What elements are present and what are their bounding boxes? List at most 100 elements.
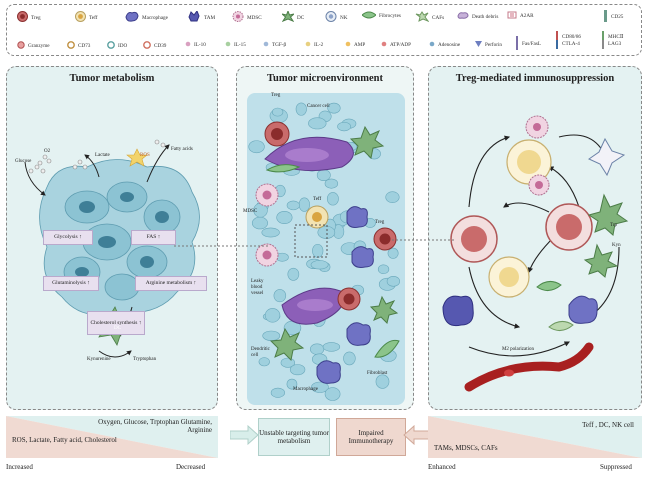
bottom-left-box: Oxygen, Glucose, Trptophan Glutamine, Ar… <box>6 416 218 458</box>
tumor-cell <box>261 227 280 238</box>
tumor-cell <box>286 378 298 390</box>
macrophage-cell <box>568 295 598 324</box>
treg-immunosuppression-panel: Treg-mediated immunosuppression Trp Kyn … <box>428 66 642 410</box>
suppressed-cells-text: Teff , DC, NK cell <box>582 421 634 429</box>
tumor-cell <box>262 330 281 341</box>
legend-cafs: CAFs <box>415 11 444 24</box>
legend-teff: Teff <box>75 11 97 24</box>
ido-icon <box>107 41 115 51</box>
zoom-box <box>294 224 328 258</box>
legend-a2ar: A2AR <box>507 11 534 21</box>
tumor-cell <box>276 210 293 225</box>
teff-cell-bottom <box>488 256 530 298</box>
legend-box: Treg Teff Macrophage TAM MDSC DC NK Fibr… <box>6 4 642 56</box>
atp-icon <box>381 41 387 49</box>
fibrocyte-cell <box>265 164 301 173</box>
dc-icon <box>281 9 295 24</box>
tumor-cell <box>387 247 399 259</box>
unstable-targeting-box: Unstable targeting tumor metabolism <box>258 418 330 456</box>
tgfb-icon <box>263 41 269 49</box>
macrophage-label: Macrophage <box>293 387 318 392</box>
teff-label: Teff <box>313 197 322 202</box>
tumor-cell <box>251 216 268 230</box>
bottom-right-box: Teff , DC, NK cell TAMs, MDSCs, CAFs <box>428 416 642 458</box>
legend-il15: IL-15 <box>225 41 246 49</box>
legend-death-debris: Death debris <box>457 11 498 22</box>
tryptophan-label: Tryptophan <box>133 357 157 362</box>
glutaminolysis-box: Glutaminolysis ↑ <box>43 276 99 291</box>
cd25-icon <box>603 10 608 24</box>
suppressed-label: Suppressed <box>600 463 632 471</box>
blood-vessel <box>464 342 594 392</box>
tumor-cell <box>324 178 339 189</box>
o2-label: O2 <box>44 149 51 154</box>
dendritic-cells <box>269 125 399 362</box>
tumor-cell <box>385 191 400 203</box>
glucose-label: Glucose <box>15 159 32 164</box>
tam-cell <box>442 295 474 327</box>
tumor-cell <box>322 342 341 352</box>
il15-icon <box>225 41 231 49</box>
tumor-cell <box>377 264 390 275</box>
tumor-cell <box>270 387 285 398</box>
fibroblast-cell <box>374 339 400 358</box>
trp-label: Trp <box>610 223 618 228</box>
bottom-left-bg <box>6 416 218 458</box>
tumor-cell <box>343 351 356 366</box>
treg-top-label: Treg <box>271 93 281 98</box>
caf-icon <box>415 11 430 24</box>
legend-cd39: CD39 <box>143 41 166 51</box>
tumor-cell <box>337 121 352 132</box>
legend-granzyme: Granzyme <box>17 41 50 51</box>
treg-cell-center-left <box>450 215 498 263</box>
dc-label: DC <box>114 326 121 331</box>
nk-icon <box>325 11 337 24</box>
treg-icon <box>17 11 28 24</box>
teff-icon <box>75 11 86 24</box>
mdsc-icon <box>232 11 244 24</box>
tumor-cell <box>317 225 336 239</box>
legend-cd73: CD73 <box>67 41 90 51</box>
dc-cell-light <box>587 137 626 177</box>
tumor-cell <box>248 140 265 154</box>
fas-box: FAS ↑ <box>131 230 176 245</box>
teff-cell-top <box>506 139 552 185</box>
amp-icon <box>345 41 351 49</box>
tumor-cell <box>271 107 284 117</box>
kynurenine-label: Kynurenine <box>87 357 111 362</box>
il10-icon <box>185 41 191 49</box>
fibroblast-label: Fibroblast <box>367 371 388 376</box>
tumor-cell <box>375 374 390 389</box>
teff-cell <box>305 205 329 229</box>
immuno-illustration <box>442 115 629 392</box>
right-arrow-icon <box>230 425 259 445</box>
adenosine-icon <box>429 41 435 49</box>
enhanced-cells-text: TAMs, MDSCs, CAFs <box>434 444 498 452</box>
dc-cell <box>587 193 629 236</box>
fatty-acids-label: Fatty acids <box>171 147 193 152</box>
legend-ido: IDO <box>107 41 127 51</box>
macrophage-cells <box>316 206 374 384</box>
tumor-cell <box>324 387 341 401</box>
perforin-icon <box>475 41 482 49</box>
treg-right-label: Treg <box>375 220 385 225</box>
blood-vessel-top <box>264 136 354 172</box>
treg-cell-center-right <box>545 203 593 251</box>
tumor-cell <box>326 192 339 206</box>
tumor-cell <box>309 343 325 355</box>
treg-cell-top <box>264 121 290 147</box>
treg-cell-bottom <box>337 287 361 311</box>
lactate-label: Lactate <box>95 153 110 158</box>
legend-dc: DC <box>281 9 304 24</box>
m2-polarization-label: M2 polarization <box>501 347 535 352</box>
il2-icon <box>305 41 311 49</box>
tumor-cell <box>289 364 306 376</box>
tam-icon <box>187 9 201 24</box>
legend-il10: IL-10 <box>185 41 206 49</box>
tumor-cell <box>295 102 307 116</box>
increased-label: Increased <box>6 463 33 471</box>
legend-fas-fasl: Fas/FasL <box>515 36 541 52</box>
blood-vessel-bottom <box>281 287 346 325</box>
